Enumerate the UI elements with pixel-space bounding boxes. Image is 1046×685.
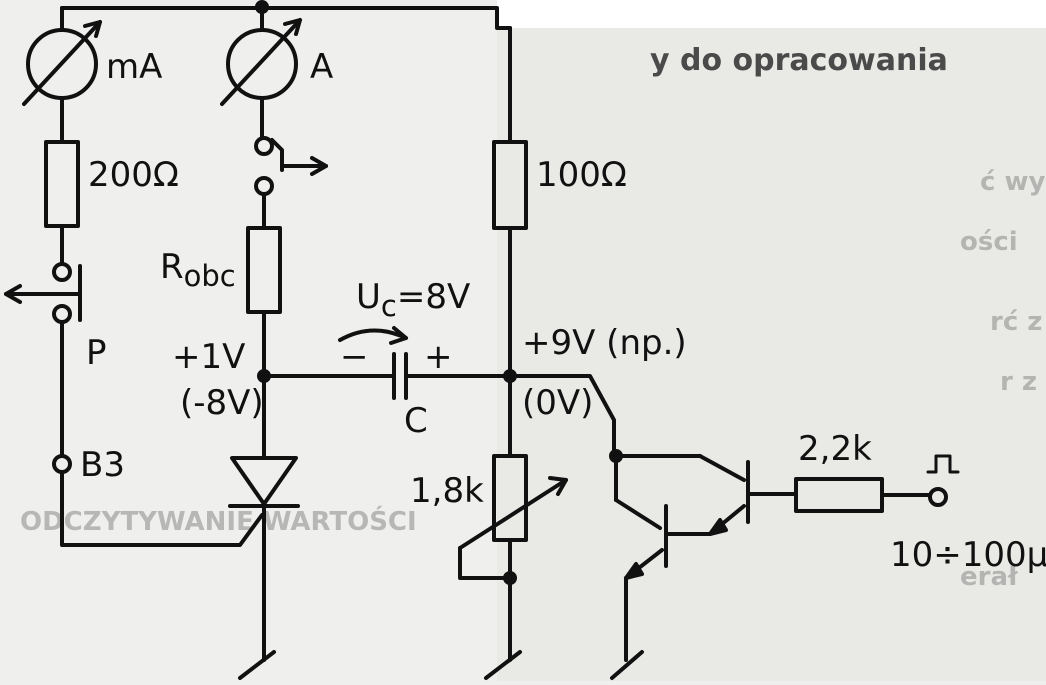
switch-contact-top [254, 136, 274, 156]
transistor-upper-collector [698, 454, 746, 482]
label-plus9v: +9V (np.) [522, 323, 687, 363]
label-c: C [404, 401, 428, 441]
label-uc: Uc=8V [356, 277, 470, 323]
label-b3: B3 [80, 445, 125, 485]
potentiometer-arrowhead [548, 476, 568, 496]
ground-right [484, 650, 522, 680]
milliammeter-arrowhead [83, 20, 102, 38]
switch-contact-bottom [254, 176, 274, 196]
ground-transistor [610, 650, 644, 680]
switch-p-contact-bottom [52, 304, 72, 324]
junction-pot [503, 571, 517, 585]
ammeter-arrowhead [283, 18, 302, 36]
label-cap-minus: − [340, 337, 369, 377]
uc-arrow [338, 328, 408, 342]
label-200: 200Ω [88, 155, 179, 195]
background-line-1: ć wykresy zależności zmian w czasie otwa… [980, 167, 1046, 197]
switch-rotary [254, 136, 328, 196]
label-plus1v: +1V [172, 337, 245, 377]
milliammeter-arrow [22, 20, 102, 106]
top-rail-wire [60, 6, 512, 30]
label-cap-plus: + [424, 337, 453, 377]
switch-p-contact-top [52, 262, 72, 282]
wire-gate [60, 470, 264, 547]
label-ma: mA [106, 47, 162, 87]
transistor-upper [614, 454, 750, 536]
label-2k2: 2,2k [798, 429, 872, 469]
switch-p-arrowhead [4, 284, 22, 304]
ammeter-arrow [220, 18, 302, 106]
switch-p [4, 262, 82, 324]
background-page: y do opracowania ć wykresy zależności zm… [20, 0, 1046, 681]
background-line-2: ości [960, 227, 1018, 257]
potentiometer-wiper-wire [458, 546, 512, 580]
milliammeter [22, 20, 102, 106]
transistor-lower [614, 454, 712, 662]
ammeter [220, 18, 302, 106]
transistor-lower-emitter-arrow [624, 562, 644, 580]
background-line-5: ODCZYTYWANIE WARTOŚCI [20, 505, 417, 537]
transistor-lower-collector [614, 498, 662, 530]
switch-arrowhead [310, 156, 328, 176]
potentiometer-arrow [458, 478, 568, 550]
label-0v: (0V) [522, 383, 593, 423]
background-line-3: rć z charakterystyk parametrów obwodu [990, 307, 1046, 337]
thyristor-body [230, 456, 298, 506]
label-100: 100Ω [536, 155, 627, 195]
transistor-upper-emitter-arrow [708, 518, 728, 536]
background-line-6: erał [960, 562, 1019, 592]
thyristor [228, 456, 300, 508]
background-line-4: r z charakterystyk tranzystora, parametr… [1000, 367, 1046, 397]
terminal-b3 [52, 454, 72, 474]
wire-to-transistor [508, 374, 616, 458]
uc-arrowhead [389, 326, 408, 345]
label-p: P [86, 333, 107, 373]
resistor-robc [246, 226, 282, 314]
input-terminal [928, 487, 948, 507]
switch-blade [270, 138, 284, 172]
pulse-icon [926, 454, 960, 474]
label-minus8v: (-8V) [180, 383, 264, 423]
background-title: y do opracowania [650, 43, 948, 78]
label-robc: Robc [160, 247, 236, 293]
label-pulse-range: 10÷100μs [890, 535, 1046, 575]
resistor-200 [44, 140, 80, 228]
label-1k8: 1,8k [410, 471, 484, 511]
ground-mid [238, 650, 276, 680]
label-a: A [310, 47, 333, 87]
